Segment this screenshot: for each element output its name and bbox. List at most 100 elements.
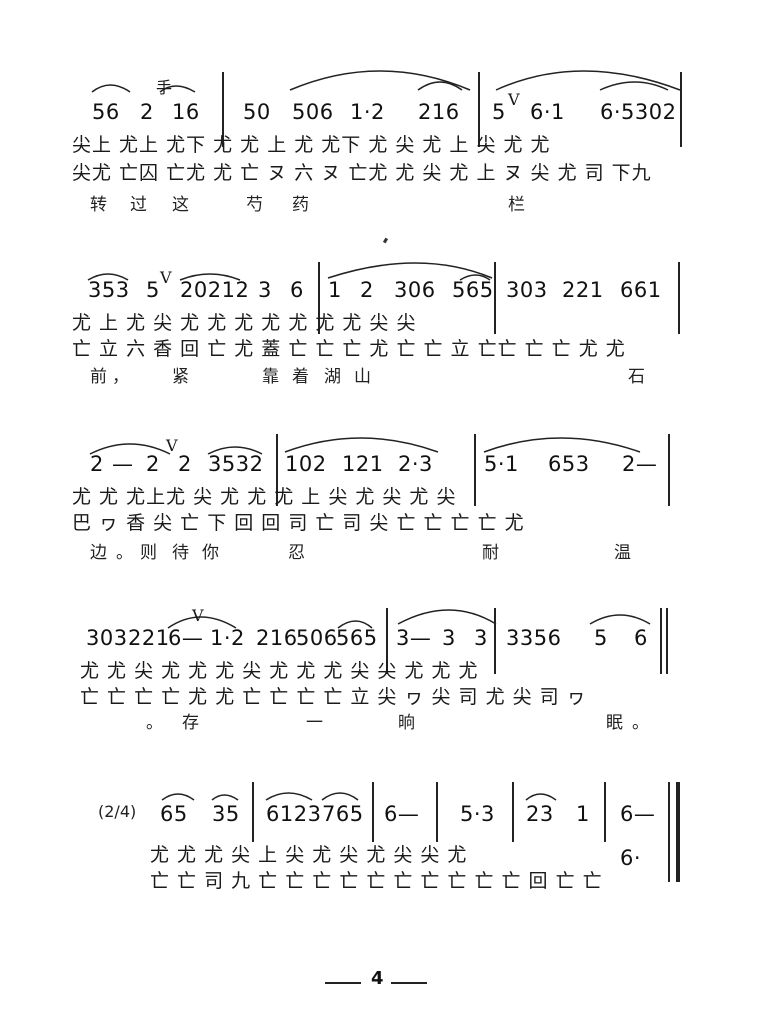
lyric: 待 <box>172 543 190 563</box>
divider <box>391 982 427 984</box>
note: 216 <box>256 626 298 650</box>
barline <box>676 782 680 882</box>
barline <box>494 262 496 334</box>
slur-arcs <box>87 262 493 281</box>
slur-arcs <box>161 792 557 801</box>
note: 1·2 <box>210 626 245 650</box>
barline <box>222 72 224 147</box>
tablature-row: 亡 亡 司 九 亡 亡 亡 亡 亡 亡 亡 亡 亡 亡 回 亡 亡 <box>150 870 603 892</box>
lyric: 山 <box>354 367 372 387</box>
tablature-row: 巴 ヮ 香 尖 亡 下 回 回 司 亡 司 尖 亡 亡 亡 亡 尤 <box>72 512 525 534</box>
note: 3 <box>442 626 456 650</box>
slur-arcs <box>89 437 641 455</box>
note: 303 <box>86 626 128 650</box>
lyric: 着 <box>292 367 310 387</box>
note: 6 <box>634 626 648 650</box>
page-number: 4 <box>371 968 384 989</box>
note: 6— <box>168 626 204 650</box>
note: 2 <box>90 452 104 476</box>
lyric: 芍 <box>246 195 264 215</box>
lyric: 药 <box>292 195 310 215</box>
note: 5 <box>146 278 160 302</box>
note: 661 <box>620 278 662 302</box>
page-number-footer: 4 <box>325 968 435 998</box>
tablature-row: 尤 尤 尖 尤 尤 尤 尖 尤 尤 尤 尖 尖 尤 尤 尤 <box>80 660 479 682</box>
note: 6— <box>620 802 656 826</box>
lyric: 忍 <box>288 543 306 563</box>
breath-mark: V <box>508 90 521 109</box>
note: 221 <box>128 626 170 650</box>
note: 56 <box>92 100 120 124</box>
barline <box>678 262 680 334</box>
note: 653 <box>548 452 590 476</box>
note: 565 <box>336 626 378 650</box>
barline <box>318 262 320 334</box>
note: 2 <box>360 278 374 302</box>
lyric: 耐 <box>482 543 500 563</box>
slur-arcs <box>91 70 681 93</box>
barline <box>666 608 668 674</box>
tablature-row: 尖上 尤上 尤下 尤 尤 上 尤 尤下 尤 尖 尤 上 尖 尤 尤 <box>72 134 551 156</box>
note: 1 <box>576 802 590 826</box>
note: — <box>112 452 134 476</box>
note: 2— <box>622 452 658 476</box>
note: 50 <box>243 100 271 124</box>
note: 765 <box>322 802 364 826</box>
tablature-row: 尤 尤 尤上尤 尖 尤 尤 尤 上 尖 尤 尖 尤 尖 <box>72 486 457 508</box>
tablature-row: 尤 上 尤 尖 尤 尤 尤 尤 尤 尤 尤 尖 尖 <box>72 312 417 334</box>
divider <box>325 982 361 984</box>
lyric: 转 <box>90 195 108 215</box>
note: 102 <box>285 452 327 476</box>
lyric: 湖 <box>324 367 342 387</box>
note: 121 <box>342 452 384 476</box>
note: 306 <box>394 278 436 302</box>
grace-mark: 手 <box>156 78 174 97</box>
tablature-row: 亡 立 六 香 回 亡 尤 蓋 亡 亡 亡 尤 亡 亡 立 亡亡 亡 亡 尤 尤 <box>72 338 626 360</box>
barline <box>276 434 278 506</box>
note: 303 <box>506 278 548 302</box>
lyric: ， <box>112 367 130 387</box>
note: 5·1 <box>484 452 519 476</box>
breath-mark: V <box>192 606 205 625</box>
note: 3 <box>474 626 488 650</box>
breath-mark: V <box>160 268 173 287</box>
note: 35 <box>212 802 240 826</box>
note: 20212 <box>180 278 250 302</box>
note: 5 <box>492 100 506 124</box>
note: 2·3 <box>398 452 433 476</box>
lyric: 靠 <box>262 367 280 387</box>
note: 216 <box>418 100 460 124</box>
note: 65 <box>160 802 188 826</box>
barline <box>478 72 480 147</box>
barline <box>252 782 254 842</box>
note: 353 <box>88 278 130 302</box>
lyric: 边 <box>90 543 108 563</box>
barline <box>494 608 496 674</box>
barline <box>474 434 476 506</box>
lyric: 栏 <box>508 195 526 215</box>
lyric: 前 <box>90 367 108 387</box>
breath-mark: V <box>166 436 179 455</box>
note: 3532 <box>208 452 264 476</box>
barline <box>668 782 670 882</box>
note: 6·1 <box>530 100 565 124</box>
lyric: 。 <box>116 543 134 563</box>
ink-speck <box>382 237 389 244</box>
lyric: 一 <box>306 713 324 733</box>
lyric: 。 <box>146 713 164 733</box>
barline <box>372 782 374 842</box>
lyric: 晌 <box>398 713 416 733</box>
barline <box>680 72 682 147</box>
note: 5·3 <box>460 802 495 826</box>
lyric: 温 <box>614 543 632 563</box>
tablature-row: 尖尤 亡囚 亡尤 尤 亡 ヌ 六 ヌ 亡尤 尤 尖 尤 上 ヌ 尖 尤 司 下九 <box>72 162 652 184</box>
note: 2 <box>146 452 160 476</box>
note: 6123 <box>266 802 322 826</box>
note: 506 <box>292 100 334 124</box>
note: 2 <box>178 452 192 476</box>
note: 2 <box>140 100 154 124</box>
note: 221 <box>562 278 604 302</box>
barline <box>436 782 438 842</box>
lyric: 你 <box>202 543 220 563</box>
note: 3— <box>396 626 432 650</box>
